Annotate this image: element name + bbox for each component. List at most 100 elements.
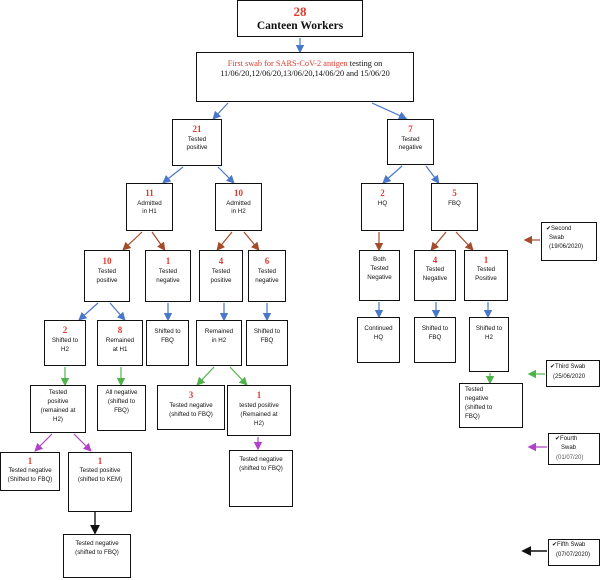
shifted-fbq-a-l1: Shifted to <box>154 328 181 335</box>
second-swab-l2: Swab <box>549 235 565 241</box>
all-negative-l1: All negative <box>105 389 138 396</box>
h2-negative-l2: negative <box>255 277 279 284</box>
fbq-positive-l1: Tested <box>476 266 496 273</box>
fourth-neg-l2: (shifted to FBQ) <box>239 465 283 472</box>
neg-shift-fbq-3-count: 3 <box>188 390 194 400</box>
check-icon: ✔ <box>546 226 552 232</box>
pos-remained-h2-box <box>30 385 86 433</box>
fourth-swab-l1: ✔Fourth <box>555 436 577 444</box>
fifth-neg-l2: (shifted to FBQ) <box>75 549 119 556</box>
arrow-negative-to-hq <box>382 165 403 184</box>
all-negative-l3: FBQ) <box>114 407 129 414</box>
first-swab-dates: 11/06/20,12/06/20,13/06/20,14/06/20 and … <box>220 69 390 78</box>
h1-negative-l2: negative <box>156 277 180 284</box>
shifted-fbq-a-box <box>146 320 189 366</box>
first-swab-rest: testing on <box>347 59 383 68</box>
h2-negative-box <box>248 250 286 302</box>
pos-kem-1-l1: Tested positive <box>79 467 121 474</box>
hq-both-l1: Both <box>373 256 386 263</box>
tested-positive-l1: Tested <box>187 136 207 143</box>
fifth-swab-box <box>548 539 600 566</box>
h1-positive-l2: positive <box>96 277 118 284</box>
continued-hq-box <box>357 317 400 363</box>
fourth-neg-l1: Tested negative <box>239 456 283 463</box>
pos-remained-h2-1-l2: (Remained at <box>240 411 278 418</box>
h2-positive-l2: positive <box>210 277 232 284</box>
arrow-positive-to-h2 <box>217 166 235 184</box>
hq-count: 2 <box>380 188 385 198</box>
fbq-box <box>431 183 478 231</box>
fifth-swab-l2: (07/07/2020) <box>556 552 591 558</box>
arrow-h1-to-positive <box>122 231 143 251</box>
arrow-fbq-to-negative <box>430 231 447 251</box>
admitted-h1-l1: Admitted <box>137 200 162 207</box>
first-swab-box <box>196 52 414 102</box>
third-swab-l1: ✔Third Swab <box>550 364 585 372</box>
fifth-neg-l1: Tested negative <box>75 540 119 547</box>
arrow-h1pos-to-remained <box>109 302 126 321</box>
neg-shift-fbq-3-l2: (shifted to FBQ) <box>169 411 213 418</box>
pos-remained-h2-1-count: 1 <box>256 390 262 400</box>
h1-negative-count: 1 <box>165 256 171 266</box>
check-icon: ✔ <box>550 364 556 370</box>
shifted-fbq-b-box <box>246 320 288 366</box>
fbq-negative-l2: Negative <box>422 275 448 282</box>
neg-fbq-1-l2: (Shifted to FBQ) <box>7 476 53 483</box>
arrow-fbq-to-positive <box>455 231 474 251</box>
arrow-remainedh2-to-pos <box>229 366 248 386</box>
arrow-swab-to-negative <box>371 102 408 120</box>
h2-negative-l1: Tested <box>257 268 277 275</box>
second-swab-l1: ✔Second <box>546 226 571 234</box>
pos-remained-h2-l1: Tested <box>48 389 68 396</box>
h1-positive-box <box>84 250 130 302</box>
h2-positive-box <box>199 250 243 302</box>
neg-shift-fbq-3-l1: Tested negative <box>169 402 213 409</box>
third-swab-neg-l2: negative <box>465 395 489 402</box>
shifted-fbq-a-l2: FBQ <box>161 337 174 344</box>
arrow-h2-to-positive <box>216 231 233 251</box>
root-count: 28 <box>293 4 307 19</box>
second-swab-box <box>541 222 597 261</box>
h2-positive-count: 4 <box>218 256 224 266</box>
fbq-positive-box <box>464 250 508 301</box>
fifth-swab-l1: ✔Fifth Swab <box>552 542 585 550</box>
fifth-swab-text1: Fifth Swab <box>557 542 586 548</box>
continued-hq-l1: Continued <box>364 325 393 332</box>
fbq-negative-box <box>414 250 456 301</box>
arrow-negative-to-fbq <box>425 165 440 184</box>
fourth-neg-box <box>229 450 293 507</box>
arrow-positive-to-h1 <box>162 166 184 184</box>
admitted-h2-count: 10 <box>234 188 243 198</box>
pos-remained-h2-l2: positive <box>47 398 69 405</box>
shifted-h2-c-l1: Shifted to <box>475 325 503 332</box>
arrow-h1-to-negative <box>151 231 166 251</box>
hq-both-l2: Tested <box>370 265 389 272</box>
admitted-h2-box <box>215 183 262 231</box>
fbq-negative-l1: Tested <box>425 266 445 273</box>
neg-fbq-1-box <box>0 452 60 491</box>
hq-l1: HQ <box>377 200 388 207</box>
third-swab-neg-l4: FBQ) <box>465 413 480 420</box>
first-swab-red: First swab for SARS-CoV-2 antigen <box>227 59 348 68</box>
shifted-fbq-c-l2: FBQ <box>428 334 442 341</box>
fifth-neg-box <box>63 534 131 578</box>
remained-h1-l2: at H1 <box>112 346 128 353</box>
shifted-h2-box <box>44 320 86 366</box>
h1-positive-l1: Tested <box>97 268 117 275</box>
shifted-h2-c-box <box>469 317 509 372</box>
remained-h2-box <box>196 320 242 366</box>
hq-both-box <box>359 250 400 301</box>
h2-negative-count: 6 <box>264 256 270 266</box>
admitted-h1-count: 11 <box>145 188 154 198</box>
arrow-swab-to-positive <box>212 102 229 120</box>
pos-remained-h2-1-l1: tested positive <box>239 402 279 409</box>
pos-kem-1-count: 1 <box>97 456 103 466</box>
third-swab-l2: (25/06/2020 <box>553 374 586 380</box>
admitted-h1-l2: in H1 <box>142 208 157 215</box>
tested-negative-box <box>387 119 434 165</box>
tested-positive-l2: positive <box>186 144 208 151</box>
pos-remained-h2-1-l3: H2) <box>254 420 264 427</box>
check-icon: ✔ <box>552 542 558 548</box>
fbq-negative-count: 4 <box>432 255 438 265</box>
